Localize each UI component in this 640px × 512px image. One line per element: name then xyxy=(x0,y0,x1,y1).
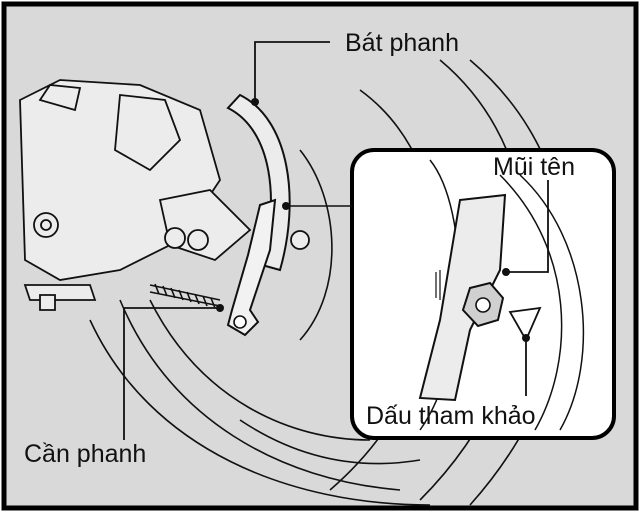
brake-cable-spring xyxy=(149,283,221,309)
brake-shoe-shape xyxy=(226,93,291,272)
brake-arm-shape xyxy=(226,198,277,337)
detail-inset xyxy=(350,148,616,440)
brake-arm-pivot xyxy=(233,315,247,329)
label-reference-mark: Dấu tham khảo xyxy=(366,402,536,430)
leader-brake-shoe xyxy=(254,41,330,100)
label-brake-shoe: Bát phanh xyxy=(345,29,459,57)
brake-panel-mechanics xyxy=(19,79,310,311)
leader-dots xyxy=(216,98,530,342)
label-arrow: Mũi tên xyxy=(493,153,575,181)
leader-lines xyxy=(123,41,549,440)
leader-arrow xyxy=(508,180,549,273)
label-brake-arm: Cần phanh xyxy=(24,440,146,468)
reference-triangle-mark xyxy=(508,306,542,343)
leader-brake-arm xyxy=(123,307,218,440)
